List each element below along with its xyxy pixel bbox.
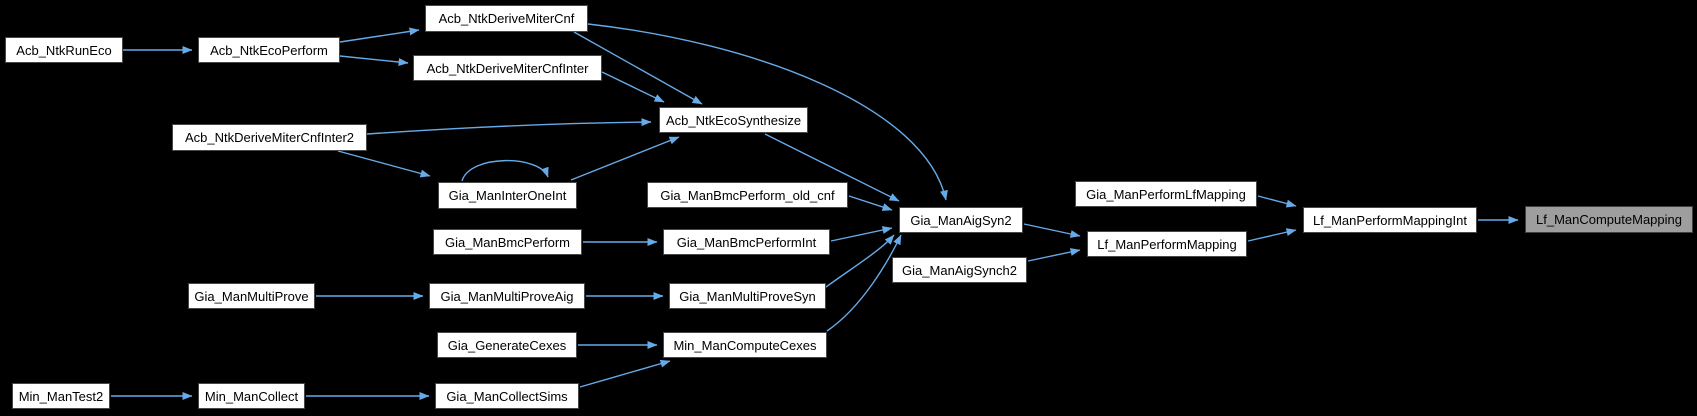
node-Gia_ManBmcPerform_old_cnf[interactable]: Gia_ManBmcPerform_old_cnf: [647, 182, 848, 208]
node-Lf_ManComputeMapping: Lf_ManComputeMapping: [1525, 206, 1693, 233]
node-Gia_ManBmcPerform[interactable]: Gia_ManBmcPerform: [433, 229, 582, 255]
node-Gia_ManMultiProveAig[interactable]: Gia_ManMultiProveAig: [429, 283, 585, 309]
edge-Acb_NtkDeriveMiterCnf-to-Gia_ManAigSyn2: [587, 23, 948, 201]
node-Lf_ManPerformMappingInt[interactable]: Lf_ManPerformMappingInt: [1303, 207, 1477, 233]
node-Min_ManCollect[interactable]: Min_ManCollect: [198, 383, 305, 409]
edge-Gia_ManPerformLfMapping-to-Lf_ManPerformMappingInt: [1257, 195, 1297, 208]
node-Gia_ManMultiProve[interactable]: Gia_ManMultiProve: [188, 283, 315, 309]
edge-Acb_NtkDeriveMiterCnfInter2-to-Acb_NtkEcoSynthesize: [366, 118, 652, 135]
node-Gia_ManBmcPerformInt[interactable]: Gia_ManBmcPerformInt: [663, 229, 830, 255]
edge-Gia_ManInterOneInt-to-Acb_NtkEcoSynthesize: [570, 136, 680, 181]
node-Gia_ManAigSyn2[interactable]: Gia_ManAigSyn2: [899, 207, 1023, 233]
edge-Acb_NtkDeriveMiterCnf-to-Acb_NtkEcoSynthesize: [573, 31, 703, 105]
node-Gia_ManInterOneInt[interactable]: Gia_ManInterOneInt: [438, 182, 577, 209]
edge-Acb_NtkEcoPerform-to-Acb_NtkDeriveMiterCnf: [339, 27, 420, 43]
node-Gia_ManMultiProveSyn[interactable]: Gia_ManMultiProveSyn: [669, 283, 826, 309]
node-Acb_NtkDeriveMiterCnfInter2[interactable]: Acb_NtkDeriveMiterCnfInter2: [172, 124, 367, 151]
node-Lf_ManPerformMapping[interactable]: Lf_ManPerformMapping: [1087, 231, 1247, 257]
edge-Lf_ManPerformMapping-to-Lf_ManPerformMappingInt: [1247, 228, 1297, 242]
edge-Min_ManComputeCexes-to-Gia_ManAigSyn2: [826, 234, 902, 332]
node-Min_ManTest2[interactable]: Min_ManTest2: [12, 383, 110, 409]
node-Gia_GenerateCexes[interactable]: Gia_GenerateCexes: [437, 332, 577, 358]
node-Acb_NtkDeriveMiterCnf[interactable]: Acb_NtkDeriveMiterCnf: [425, 5, 588, 32]
node-Acb_NtkDeriveMiterCnfInter[interactable]: Acb_NtkDeriveMiterCnfInter: [413, 55, 602, 81]
edge-Gia_ManInterOneInt-to-Gia_ManInterOneInt: [461, 159, 549, 182]
node-Acb_NtkRunEco[interactable]: Acb_NtkRunEco: [5, 37, 123, 63]
node-Acb_NtkEcoSynthesize[interactable]: Acb_NtkEcoSynthesize: [659, 107, 808, 133]
edge-Gia_ManCollectSims-to-Min_ManComputeCexes: [579, 359, 671, 388]
node-Gia_ManPerformLfMapping[interactable]: Gia_ManPerformLfMapping: [1075, 181, 1257, 207]
node-Acb_NtkEcoPerform[interactable]: Acb_NtkEcoPerform: [198, 37, 340, 63]
edge-Acb_NtkDeriveMiterCnfInter2-to-Gia_ManInterOneInt: [337, 150, 431, 178]
edge-Gia_ManBmcPerformInt-to-Gia_ManAigSyn2: [830, 226, 893, 242]
edge-Acb_NtkDeriveMiterCnfInter-to-Acb_NtkEcoSynthesize: [601, 71, 665, 103]
node-Min_ManComputeCexes[interactable]: Min_ManComputeCexes: [663, 332, 827, 358]
edge-Acb_NtkEcoPerform-to-Acb_NtkDeriveMiterCnfInter: [339, 55, 409, 67]
edge-Gia_ManMultiProveSyn-to-Gia_ManAigSyn2: [825, 234, 895, 288]
edge-Gia_ManBmcPerform_old_cnf-to-Gia_ManAigSyn2: [848, 195, 893, 211]
edge-Gia_ManAigSynch2-to-Lf_ManPerformMapping: [1027, 248, 1081, 262]
edge-Acb_NtkEcoSynthesize-to-Gia_ManAigSyn2: [764, 133, 900, 202]
edge-Gia_ManAigSyn2-to-Lf_ManPerformMapping: [1023, 223, 1081, 238]
node-Gia_ManCollectSims[interactable]: Gia_ManCollectSims: [435, 383, 579, 409]
node-Gia_ManAigSynch2[interactable]: Gia_ManAigSynch2: [892, 257, 1027, 283]
